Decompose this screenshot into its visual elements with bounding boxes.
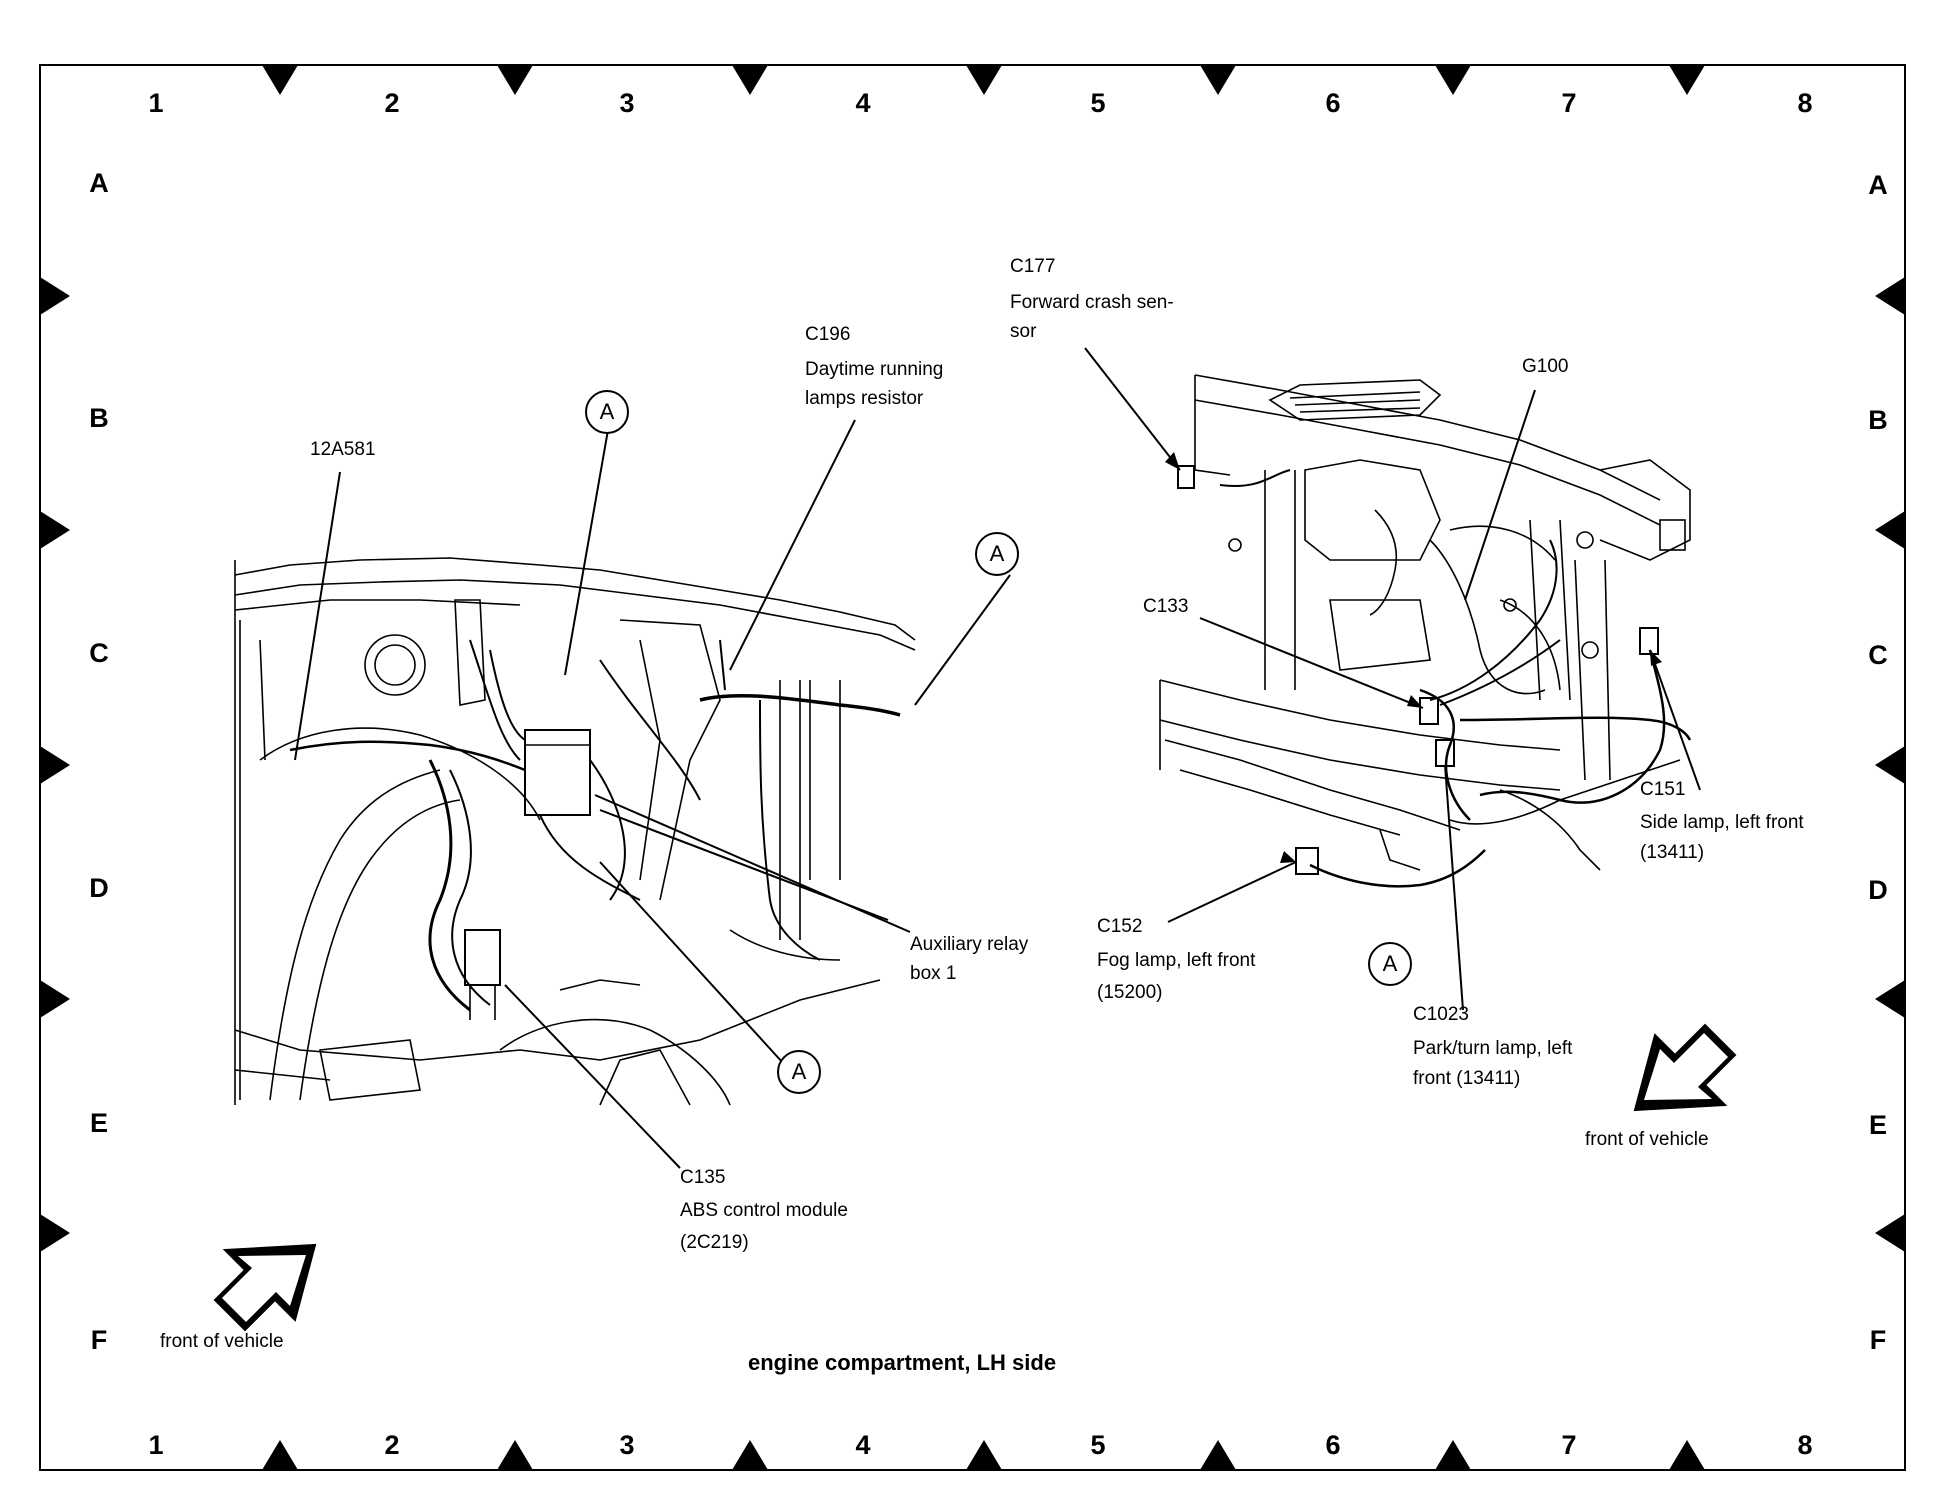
label-c1023-name-2: front (13411) [1413, 1068, 1521, 1089]
column-label-bottom-8: 8 [1797, 1430, 1813, 1460]
row-label-right-b: B [1868, 405, 1888, 435]
row-label-left-f: F [90, 1325, 108, 1355]
label-aux-relay-2: box 1 [910, 963, 957, 984]
label-c177-name-2: sor [1010, 321, 1037, 342]
column-label-top-2: 2 [384, 88, 400, 118]
page-title: engine compartment, LH side [748, 1350, 1057, 1375]
leader-arrowheads [1165, 452, 1662, 863]
label-12a581: 12A581 [310, 439, 376, 460]
row-label-left-b: B [89, 403, 109, 433]
top-grid-markers [262, 65, 1705, 95]
front-arrow-icon-left [213, 1243, 317, 1332]
bottom-grid-markers [262, 1440, 1705, 1470]
column-label-top-3: 3 [619, 88, 635, 118]
label-c133: C133 [1143, 596, 1189, 617]
column-label-bottom-5: 5 [1090, 1430, 1106, 1460]
leader-lines [294, 347, 1701, 1169]
label-c152-part: (15200) [1097, 982, 1163, 1003]
row-label-left-e: E [89, 1108, 108, 1138]
column-label-top-5: 5 [1090, 88, 1106, 118]
callout-a-lower: A [777, 1050, 821, 1094]
row-label-right-c: C [1868, 640, 1888, 670]
column-label-bottom-3: 3 [619, 1430, 635, 1460]
column-label-top-7: 7 [1561, 88, 1577, 118]
front-of-vehicle-label-right: front of vehicle [1585, 1129, 1709, 1150]
label-c151-id: C151 [1640, 779, 1686, 800]
right-radiator-support-drawing [1159, 374, 1692, 888]
front-arrow-icon-right [1633, 1023, 1737, 1112]
label-c1023-id: C1023 [1413, 1004, 1469, 1025]
row-label-left-c: C [89, 638, 109, 668]
label-c152-id: C152 [1097, 916, 1143, 937]
column-label-bottom-1: 1 [148, 1430, 164, 1460]
label-c135-name: ABS control module [680, 1200, 848, 1221]
callout-a-upper-right: A [975, 532, 1019, 576]
column-label-bottom-4: 4 [855, 1430, 871, 1460]
left-engine-compartment-drawing [234, 557, 916, 1106]
front-of-vehicle-label-left: front of vehicle [160, 1331, 284, 1352]
column-label-top-1: 1 [148, 88, 164, 118]
label-c196-name-1: Daytime running [805, 359, 944, 380]
label-c151-part: (13411) [1640, 842, 1705, 863]
label-c177-name-1: Forward crash sen- [1010, 292, 1174, 313]
label-c152-name: Fog lamp, left front [1097, 950, 1256, 971]
row-label-left-d: D [89, 873, 109, 903]
label-c135-part: (2C219) [680, 1232, 749, 1253]
label-c151-name: Side lamp, left front [1640, 812, 1804, 833]
label-g100: G100 [1522, 356, 1569, 377]
callout-a-right-drawing: A [1368, 942, 1412, 986]
label-c196-id: C196 [805, 324, 851, 345]
column-label-top-8: 8 [1797, 88, 1813, 118]
frame-border [39, 64, 1906, 1471]
column-label-top-4: 4 [855, 88, 871, 118]
label-c196-name-2: lamps resistor [805, 388, 924, 409]
callout-a-upper-left: A [585, 390, 629, 434]
row-label-left-a: A [89, 168, 109, 198]
column-label-bottom-2: 2 [384, 1430, 400, 1460]
label-c1023-name-1: Park/turn lamp, left [1413, 1038, 1573, 1059]
row-label-right-e: E [1868, 1110, 1887, 1140]
right-grid-markers [1875, 277, 1905, 1252]
label-aux-relay-1: Auxiliary relay [910, 934, 1029, 955]
left-grid-markers [40, 277, 70, 1252]
column-label-top-6: 6 [1325, 88, 1341, 118]
row-label-right-a: A [1868, 170, 1888, 200]
row-label-right-f: F [1869, 1325, 1887, 1355]
label-c177-id: C177 [1010, 256, 1056, 277]
label-c135-id: C135 [680, 1167, 726, 1188]
column-label-bottom-7: 7 [1561, 1430, 1577, 1460]
row-label-right-d: D [1868, 875, 1888, 905]
column-label-bottom-6: 6 [1325, 1430, 1341, 1460]
